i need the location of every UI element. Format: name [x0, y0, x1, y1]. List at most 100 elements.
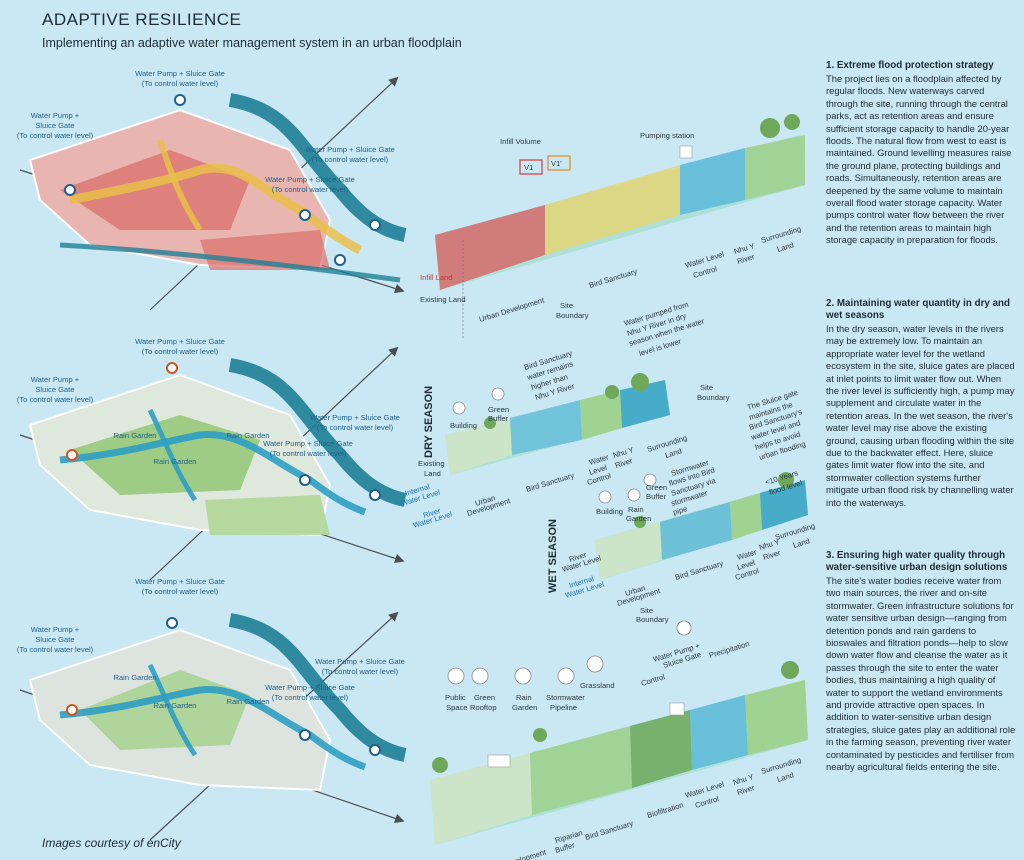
grassland-label: Grassland	[580, 681, 615, 690]
map2-label-right-1: Water Pump + Sluice Gate	[310, 413, 400, 422]
section-1-title: 1. Extreme flood protection strategy	[826, 60, 994, 71]
section-water-quality: Site Boundary Water Pump + Sluice Gate C…	[430, 606, 808, 860]
map2-label-left-1: Water Pump +	[31, 375, 80, 384]
pump-pin-icon	[66, 704, 78, 716]
map2-label-right-2-sub: (To control water level)	[270, 449, 347, 458]
wet-garden-label: Garden	[626, 514, 651, 523]
map1-label-left-3: (To control water level)	[17, 131, 94, 140]
q-urban-development: Urban Development	[480, 847, 548, 860]
map3-label-top-sub: (To control water level)	[142, 587, 219, 596]
section-2-body: In the dry season, water levels in the r…	[826, 323, 1015, 508]
map3-label-left-3: (To control water level)	[17, 645, 94, 654]
pump-pin-icon	[369, 219, 381, 231]
map2-label-left-3: (To control water level)	[17, 395, 94, 404]
wet-site-boundary-2: Boundary	[697, 393, 730, 402]
q-control: Control	[640, 672, 666, 688]
dry-green-label: Green	[488, 405, 509, 414]
map3-label-right-2: Water Pump + Sluice Gate	[265, 683, 355, 692]
bird-sanctuary-label: Bird Sanctuary	[588, 267, 638, 290]
pump-pin-icon	[299, 209, 311, 221]
map3-label-left-1: Water Pump +	[31, 625, 80, 634]
wet-rain-garden-icon	[627, 488, 641, 502]
map1-label-left-1: Water Pump +	[31, 111, 80, 120]
map3-label-left-2: Sluice Gate	[35, 635, 74, 644]
map3-pin-icons	[66, 617, 381, 756]
q-sluice-icon	[676, 620, 692, 636]
building-icon	[452, 401, 466, 415]
green-rooftop-icon	[471, 667, 489, 685]
map2-rain-garden-2: Rain Garden	[153, 457, 196, 466]
section-flood-protection: Infill Volume V1 V1' Pumping station Inf…	[420, 114, 805, 340]
map1-label-top: Water Pump + Sluice Gate	[135, 69, 225, 78]
v1-label: V1	[524, 163, 533, 172]
map-water-quality: Water Pump + Sluice Gate (To control wat…	[17, 577, 407, 841]
urban-development-label: Urban Development	[478, 295, 546, 324]
map2-rain-garden-1: Rain Garden	[113, 431, 156, 440]
grassland-icon	[586, 655, 604, 673]
q-garden-label: Garden	[512, 703, 537, 712]
surrounding-label: Surrounding	[760, 224, 802, 245]
q-water-level: Water Level	[684, 779, 725, 799]
dry-buffer-label: Buffer	[488, 414, 509, 423]
map2-label-right-2: Water Pump + Sluice Gate	[263, 439, 353, 448]
stormwater-label: Stormwater	[546, 693, 585, 702]
map1-label-right-1: Water Pump + Sluice Gate	[305, 145, 395, 154]
map3-rain-garden-1: Rain Garden	[113, 673, 156, 682]
wet-buffer-label: Buffer	[646, 492, 667, 501]
map3-label-top: Water Pump + Sluice Gate	[135, 577, 225, 586]
q-bird-sanctuary: Bird Sanctuary	[584, 819, 634, 842]
existing-land-label: Existing Land	[420, 295, 466, 304]
biofiltration-label: Biofiltration	[646, 800, 685, 820]
wet-season-label: WET SEASON	[547, 519, 559, 593]
wet-building-label: Building	[596, 507, 623, 516]
wet-green-buffer-icon	[643, 473, 657, 487]
dry-surr-land-label: Land	[664, 446, 683, 460]
section-3: 3. Ensuring high water quality through w…	[826, 550, 1016, 774]
section-1-body: The project lies on a floodplain affecte…	[826, 73, 1012, 246]
section-2-title: 2. Maintaining water quantity in dry and…	[826, 298, 1010, 321]
dry-site-boundary-1: Site	[560, 301, 573, 310]
v1-prime-label: V1'	[551, 159, 562, 168]
rooftop-label: Rooftop	[470, 703, 497, 712]
pump-pin-icon	[64, 184, 76, 196]
pump-pin-icon	[299, 729, 311, 741]
pipeline-label: Pipeline	[550, 703, 577, 712]
stormwater-pipeline-icon	[557, 667, 575, 685]
map2-label-top: Water Pump + Sluice Gate	[135, 337, 225, 346]
map3-label-right-1: Water Pump + Sluice Gate	[315, 657, 405, 666]
pumping-station-icon	[679, 145, 693, 159]
map2-rain-garden-3: Rain Garden	[226, 431, 269, 440]
map3-rain-garden-3: Rain Garden	[226, 697, 269, 706]
map1-label-right-1-sub: (To control water level)	[312, 155, 389, 164]
public-label: Public	[445, 693, 466, 702]
pump-pin-icon	[369, 489, 381, 501]
dry-land-label: Land	[424, 469, 441, 478]
wet-rain-label: Rain	[628, 505, 644, 514]
green-label: Green	[474, 693, 495, 702]
precipitation-label: Precipitation	[708, 639, 751, 660]
wet-site-boundary-1: Site	[700, 383, 713, 392]
pump-pin-icon	[66, 449, 78, 461]
pump-pin-icon	[334, 254, 346, 266]
infill-land-label: Infill Land	[420, 273, 453, 282]
dry-bird-sanctuary-label: Bird Sanctuary	[525, 471, 575, 494]
q-site-boundary-2: Boundary	[636, 615, 669, 624]
pumping-station-label: Pumping station	[640, 131, 694, 140]
q-site-boundary-1: Site	[640, 606, 653, 615]
wet-bird-sanctuary-label: Bird Sanctuary	[674, 559, 724, 582]
pump-pin-icon	[174, 94, 186, 106]
map2-label-right-1-sub: (To control water level)	[317, 423, 394, 432]
pump-pin-icon	[299, 474, 311, 486]
land-label: Land	[776, 240, 795, 254]
pump-pin-icon	[166, 617, 178, 629]
stormwater-text-5: pipe	[672, 504, 688, 517]
map3-rain-garden-2: Rain Garden	[153, 701, 196, 710]
green-buffer-icon	[491, 387, 505, 401]
pump-pin-icon	[369, 744, 381, 756]
dry-site-boundary-2: Boundary	[556, 311, 589, 320]
map3-label-right-2-sub: (To control water level)	[272, 693, 349, 702]
space-label: Space	[446, 703, 468, 712]
map-flood-protection: Water Pump + Sluice Gate (To control wat…	[17, 69, 407, 311]
section-3-title: 3. Ensuring high water quality through w…	[826, 550, 1008, 573]
illustration-canvas: Water Pump + Sluice Gate (To control wat…	[17, 69, 816, 860]
